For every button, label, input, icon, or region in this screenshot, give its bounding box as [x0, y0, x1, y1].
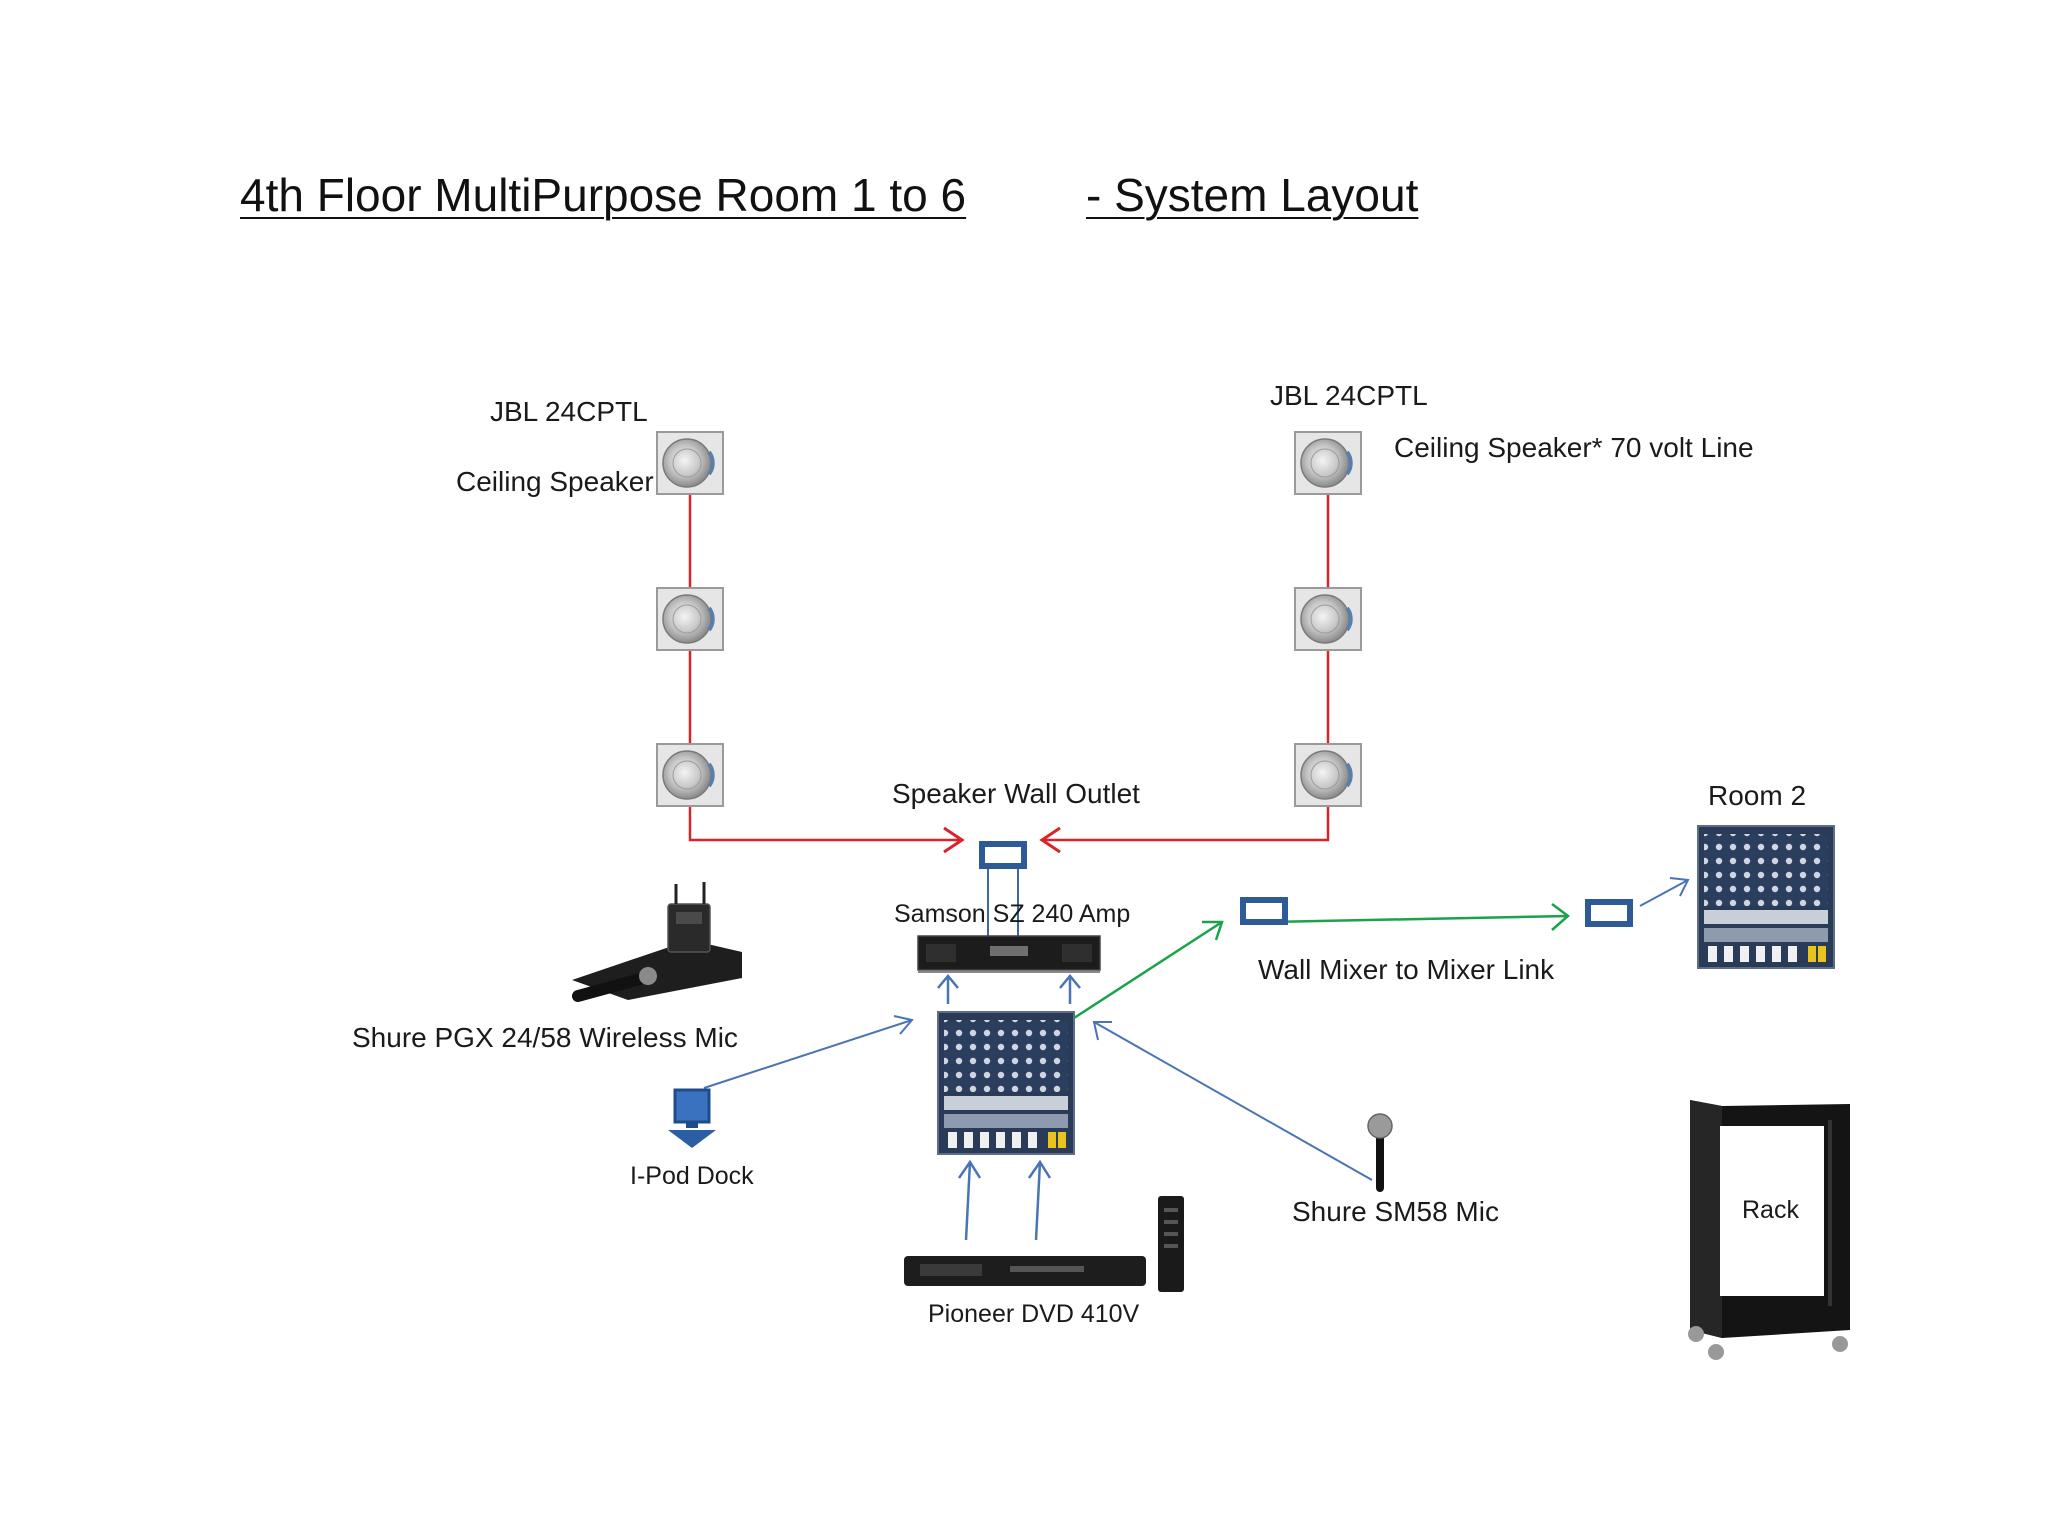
label-sm58: Shure SM58 Mic [1292, 1196, 1499, 1227]
label-amp: Samson SZ 240 Amp [894, 900, 1131, 928]
amplifier [917, 935, 1101, 973]
wall-link-box-right [1585, 899, 1633, 927]
sm58-microphone [1367, 1113, 1393, 1192]
ceiling-speaker-left-3 [655, 742, 725, 808]
label-ipod-dock: I-Pod Dock [630, 1162, 754, 1190]
label-dvd: Pioneer DVD 410V [928, 1300, 1140, 1328]
speaker-wiring-right [1042, 494, 1330, 842]
wall-link-box-left [1240, 897, 1288, 925]
ipod-to-mixer-line [703, 1015, 914, 1089]
page-title-main: 4th Floor MultiPurpose Room 1 to 6 [240, 169, 967, 221]
label-wall-link: Wall Mixer to Mixer Link [1258, 954, 1555, 985]
label-room2: Room 2 [1708, 780, 1807, 811]
outlet-to-amp-lines [987, 869, 1019, 936]
label-ceiling-speaker-right: Ceiling Speaker* 70 volt Line [1394, 432, 1754, 463]
dvd-player [904, 1196, 1184, 1292]
ceiling-speaker-left-1 [655, 430, 725, 496]
mixer-main [937, 1011, 1075, 1155]
speaker-wiring-left [688, 494, 962, 842]
ceiling-speaker-right-1 [1293, 430, 1363, 496]
speaker-wiring-arrowheads [943, 826, 1061, 854]
speaker-wall-outlet-box [979, 841, 1027, 869]
wireless-mic-system [572, 882, 742, 1002]
link-to-room2-arrow [1639, 877, 1690, 907]
dvd-to-mixer-arrows [957, 1159, 1052, 1241]
mixer-to-wall-link-line [1073, 903, 1570, 1020]
mixer-room2 [1697, 825, 1835, 969]
label-ceiling-speaker-left: Ceiling Speaker [456, 466, 654, 497]
ceiling-speaker-left-2 [655, 586, 725, 652]
ceiling-speaker-right-3 [1293, 742, 1363, 808]
ipod-dock [668, 1088, 716, 1148]
ceiling-speaker-right-2 [1293, 586, 1363, 652]
equipment-rack [1688, 1100, 1850, 1360]
label-speaker-wall-outlet: Speaker Wall Outlet [892, 778, 1140, 809]
label-wireless-mic: Shure PGX 24/58 Wireless Mic [352, 1022, 738, 1053]
label-jbl-right: JBL 24CPTL [1270, 380, 1428, 411]
sm58-to-mixer-line [1092, 1021, 1373, 1181]
mixer-to-amp-arrows [937, 974, 1081, 1004]
label-jbl-left: JBL 24CPTL [490, 396, 648, 427]
page-title-suffix: - System Layout [1086, 169, 1419, 221]
label-rack: Rack [1742, 1196, 1799, 1224]
